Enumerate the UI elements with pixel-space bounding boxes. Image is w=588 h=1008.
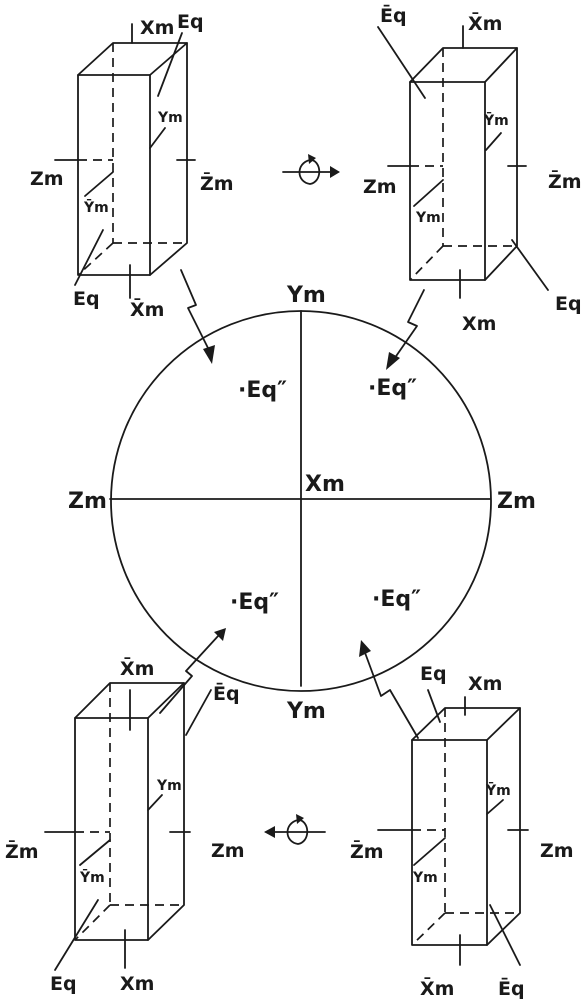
arrowhead (386, 352, 400, 370)
circle-bottom-label: Ym (286, 699, 326, 724)
rotation-loop-arrowhead (308, 154, 316, 164)
label-top-e: Eq (420, 663, 447, 685)
label-bottom-x: Xm (462, 313, 496, 335)
rotation-arrowhead-icon (330, 166, 340, 178)
label-inner-y: Ym (412, 870, 438, 886)
rotation-top (282, 154, 340, 185)
e-axis-bottom (489, 904, 521, 966)
crystal-bottom-left: X̄m Ēq Ym Z̄m Zm Ȳm Eq Xm (5, 657, 245, 995)
label-bottom-x: X̄m (420, 977, 454, 1000)
arrow-bottom-left (159, 634, 220, 714)
label-bottom-x: Xm (120, 973, 154, 995)
label-inner-y: Ym (156, 778, 182, 794)
rotation-loop-icon (286, 819, 309, 845)
label-top-x: X̄m (120, 657, 154, 680)
hidden-edge (77, 242, 114, 276)
y-axis-inner-upper (147, 794, 163, 811)
label-bottom-e: Eq (555, 293, 582, 315)
circle-right-label: Zm (497, 489, 536, 514)
label-left-z: Zm (30, 168, 64, 190)
hidden-edge (74, 904, 111, 941)
label-right-z: Z̄m (200, 172, 234, 195)
point-upper-right: ·Eq″ (368, 376, 417, 401)
e-axis-bottom (74, 229, 104, 286)
crystal-front-face (411, 739, 488, 946)
crystal-front-face (77, 74, 151, 276)
crystal-right-face (486, 707, 521, 946)
label-top-x: Xm (468, 673, 502, 695)
point-lower-right: ·Eq″ (372, 587, 421, 612)
y-axis-inner-upper (485, 132, 502, 151)
crystal-front-face (409, 81, 486, 281)
hidden-edge (411, 912, 446, 946)
label-top-e: Ēq (380, 4, 407, 27)
label-inner-y-bar: Ȳm (79, 868, 105, 886)
y-axis-inner-upper (486, 799, 504, 815)
label-left-z: Z̄m (5, 840, 39, 863)
arrowhead (214, 628, 226, 641)
label-bottom-x: X̄m (130, 298, 164, 321)
crystal-top-left: Xm Eq Ym Zm Z̄m Ȳm Eq X̄m (30, 11, 234, 321)
arrow-bottom-right (363, 649, 419, 739)
arrowhead (359, 640, 371, 657)
rotation-loop-arrowhead (296, 814, 304, 824)
e-axis-top (377, 26, 426, 99)
crystal-front-face (74, 717, 149, 941)
label-inner-y-bar: Ȳm (83, 198, 109, 216)
label-top-x: Xm (140, 17, 174, 39)
label-inner-y-bar: Ȳm (483, 111, 509, 129)
label-inner-y: Ym (157, 110, 183, 126)
e-axis-bottom (511, 239, 549, 291)
e-axis-top (427, 689, 441, 723)
rotation-bottom (264, 814, 326, 845)
rotation-loop-icon (298, 159, 321, 185)
circle-center-label: Xm (305, 472, 345, 497)
e-axis-top (185, 689, 212, 736)
crystal-top-right: Ēq X̄m Ȳm Zm Z̄m Ym Xm Eq (363, 4, 582, 335)
rotation-arrowhead-icon (264, 826, 275, 838)
point-lower-left: ·Eq″ (230, 590, 279, 615)
label-left-z: Z̄m (350, 840, 384, 863)
e-axis-top (157, 32, 183, 97)
label-right-z: Zm (211, 840, 245, 862)
crystal-bottom-right: Eq Xm Ȳm Z̄m Zm Ym X̄m Ēq (350, 663, 574, 1000)
label-top-e: Eq (177, 11, 204, 33)
projection-arrows (159, 269, 425, 739)
label-bottom-e: Eq (50, 973, 77, 995)
label-top-e: Ēq (213, 682, 240, 705)
arrow-top-left (180, 269, 213, 357)
crystal-top-face (77, 42, 188, 76)
label-bottom-e: Eq (73, 288, 100, 310)
y-axis-inner (149, 127, 166, 149)
central-circle-group: Ym Ym Zm Zm Xm ·Eq″ ·Eq″ ·Eq″ ·Eq″ (68, 283, 536, 724)
y-axis-inner-lower (413, 837, 446, 866)
y-axis-inner-lower (84, 171, 114, 197)
label-inner-y-bar: Ȳm (485, 781, 511, 799)
point-upper-left: ·Eq″ (238, 378, 287, 403)
crystal-top-face (74, 682, 185, 719)
hidden-edge (409, 245, 444, 281)
y-axis-inner-lower (79, 839, 111, 866)
arrowhead (203, 345, 215, 364)
y-axis-inner-lower (413, 179, 444, 207)
crystal-right-face (149, 42, 188, 276)
label-top-x: X̄m (468, 12, 502, 35)
e-axis-bottom (54, 899, 99, 971)
label-inner-y: Ym (415, 210, 441, 226)
arrow-top-right (391, 289, 425, 363)
label-right-z: Zm (540, 840, 574, 862)
label-right-z: Z̄m (548, 170, 582, 193)
label-bottom-e: Ēq (498, 977, 525, 1000)
label-left-z: Zm (363, 176, 397, 198)
crystal-top-face (409, 47, 518, 83)
crystal-top-face (411, 707, 521, 741)
circle-left-label: Zm (68, 489, 107, 514)
circle-top-label: Ym (286, 283, 326, 308)
crystal-right-face (147, 682, 185, 941)
